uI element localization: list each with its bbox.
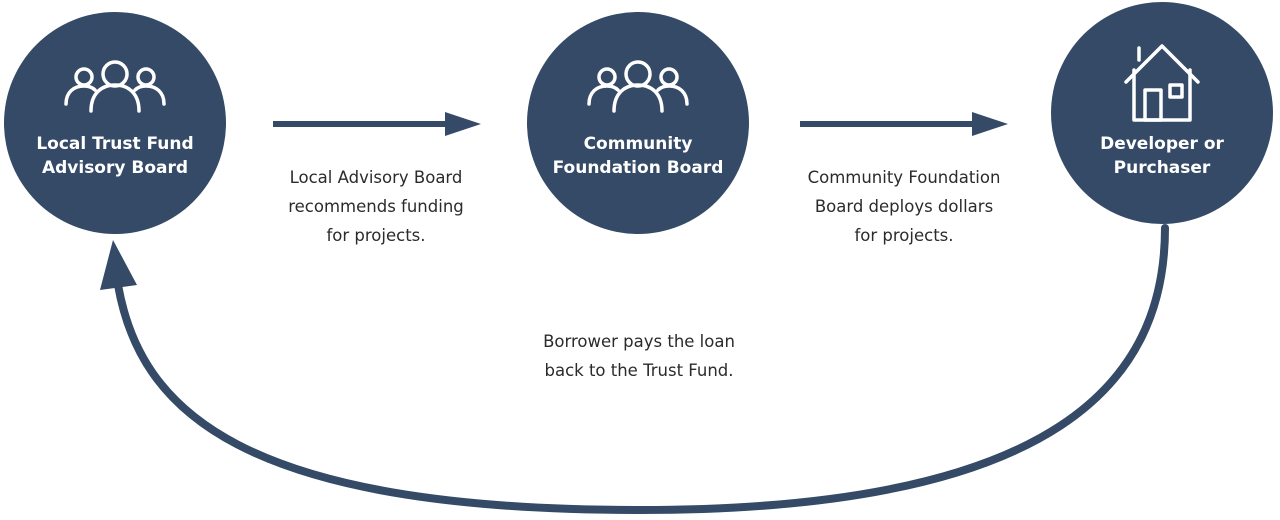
caption-advisory-to-foundation: Local Advisory Board recommends funding …	[256, 163, 496, 250]
caption-line: Community Foundation	[807, 168, 1001, 187]
caption-line: back to the Trust Fund.	[544, 361, 734, 380]
caption-line: recommends funding	[288, 197, 464, 216]
node-label-foundation-board: Community Foundation Board	[538, 132, 738, 180]
label-line: Foundation Board	[552, 158, 724, 178]
node-label-advisory-board: Local Trust Fund Advisory Board	[15, 132, 215, 180]
people-icon	[587, 60, 689, 113]
people-icon	[64, 60, 166, 113]
caption-line: Board deploys dollars	[814, 197, 994, 216]
return-arrow-head	[100, 240, 137, 290]
node-label-developer: Developer or Purchaser	[1062, 132, 1262, 180]
label-line: Purchaser	[1113, 158, 1211, 178]
label-line: Community	[583, 134, 693, 154]
arrow-advisory-to-foundation-head	[445, 112, 481, 136]
house-icon	[1124, 44, 1200, 122]
caption-line: Borrower pays the loan	[543, 332, 735, 351]
caption-foundation-to-developer: Community Foundation Board deploys dolla…	[784, 163, 1024, 250]
label-line: Local Trust Fund	[36, 134, 194, 154]
arrow-foundation-to-developer-head	[972, 112, 1008, 136]
return-arrow	[114, 224, 1169, 515]
label-line: Developer or	[1100, 134, 1224, 154]
caption-line: Local Advisory Board	[289, 168, 463, 187]
caption-return-loop: Borrower pays the loan back to the Trust…	[519, 327, 759, 385]
caption-line: for projects.	[326, 226, 426, 245]
node-foundation-board	[527, 12, 749, 234]
caption-line: for projects.	[854, 226, 954, 245]
label-line: Advisory Board	[41, 158, 189, 178]
node-advisory-board	[4, 12, 226, 234]
